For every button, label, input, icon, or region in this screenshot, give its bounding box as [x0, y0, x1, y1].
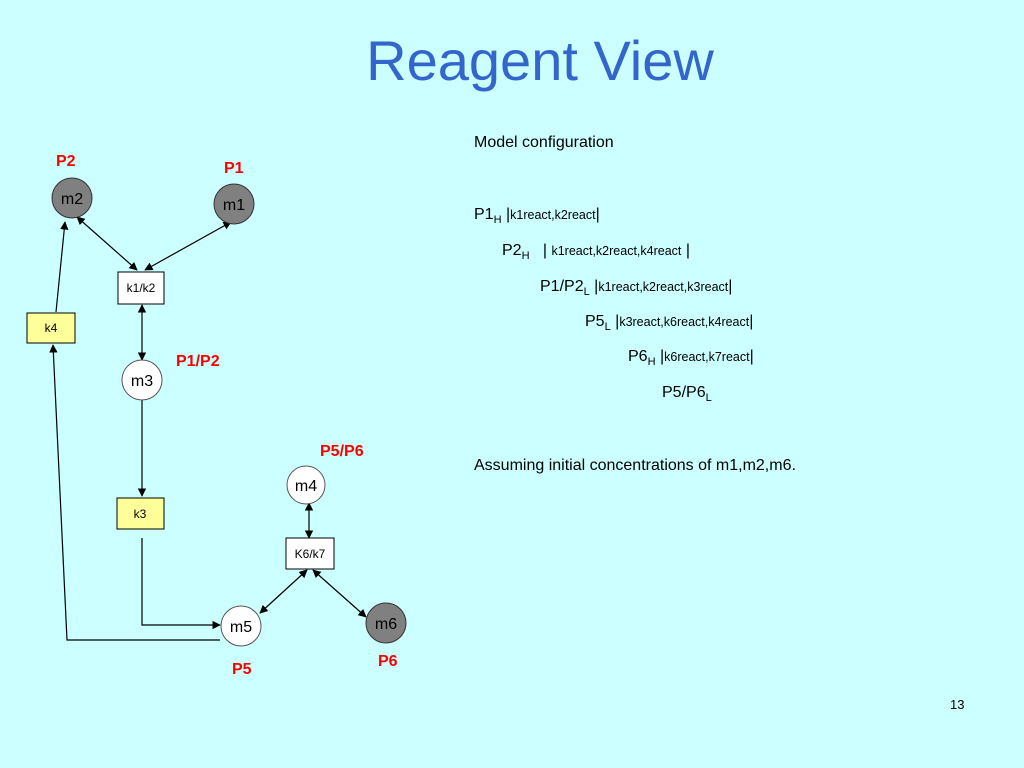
reaction-k4: k4	[26, 312, 76, 344]
svg-text:m5: m5	[230, 619, 252, 636]
edge-k4-m2	[55, 221, 69, 313]
label-p1: P1	[224, 160, 244, 177]
svg-text:k4: k4	[45, 321, 58, 335]
node-m3: m3	[121, 359, 163, 401]
svg-text:m2: m2	[61, 191, 83, 208]
config-line: P1/P2L |k1react,k2react,k3react|	[540, 278, 733, 299]
edge-k6k7-m5	[259, 569, 308, 614]
node-m1: m1	[213, 183, 255, 225]
config-line: P5/P6L	[662, 384, 712, 405]
config-line: P1H |k1react,k2react|	[474, 206, 600, 227]
edge-m2-k1k2	[76, 216, 138, 271]
label-p2: P2	[56, 153, 76, 170]
node-m4: m4	[286, 465, 326, 505]
svg-text:m1: m1	[223, 197, 245, 214]
node-m5: m5	[220, 605, 262, 647]
label-p1p2: P1/P2	[176, 353, 220, 370]
reaction-k3: k3	[116, 497, 165, 530]
svg-text:m4: m4	[295, 478, 317, 495]
svg-text:m6: m6	[375, 616, 397, 633]
svg-text:k3: k3	[134, 507, 147, 521]
page-number: 13	[950, 697, 965, 712]
config-note: Assuming initial concentrations of m1,m2…	[474, 457, 796, 474]
label-p5: P5	[232, 661, 252, 678]
edge-k3-m5	[141, 538, 221, 630]
svg-text:K6/k7: K6/k7	[295, 547, 326, 561]
slide-title: Reagent View	[366, 29, 714, 92]
node-m2: m2	[51, 177, 93, 219]
svg-text:k1/k2: k1/k2	[127, 281, 156, 295]
config-line: P5L |k3react,k6react,k4react|	[585, 313, 754, 334]
reaction-k6k7: K6/k7	[285, 537, 335, 570]
svg-text:m3: m3	[131, 373, 153, 390]
node-m6: m6	[365, 602, 407, 644]
label-p5p6: P5/P6	[320, 443, 364, 460]
label-p6: P6	[378, 653, 398, 670]
reaction-k1k2: k1/k2	[117, 271, 165, 305]
edge-m1-k1k2	[144, 221, 232, 271]
config-heading: Model configuration	[474, 134, 614, 151]
edge-k6k7-m6	[312, 569, 367, 618]
config-line: P2H | k1react,k2react,k4react |	[502, 242, 690, 263]
config-line: P6H |k6react,k7react|	[628, 348, 754, 369]
edge-m5-k4	[49, 344, 220, 641]
